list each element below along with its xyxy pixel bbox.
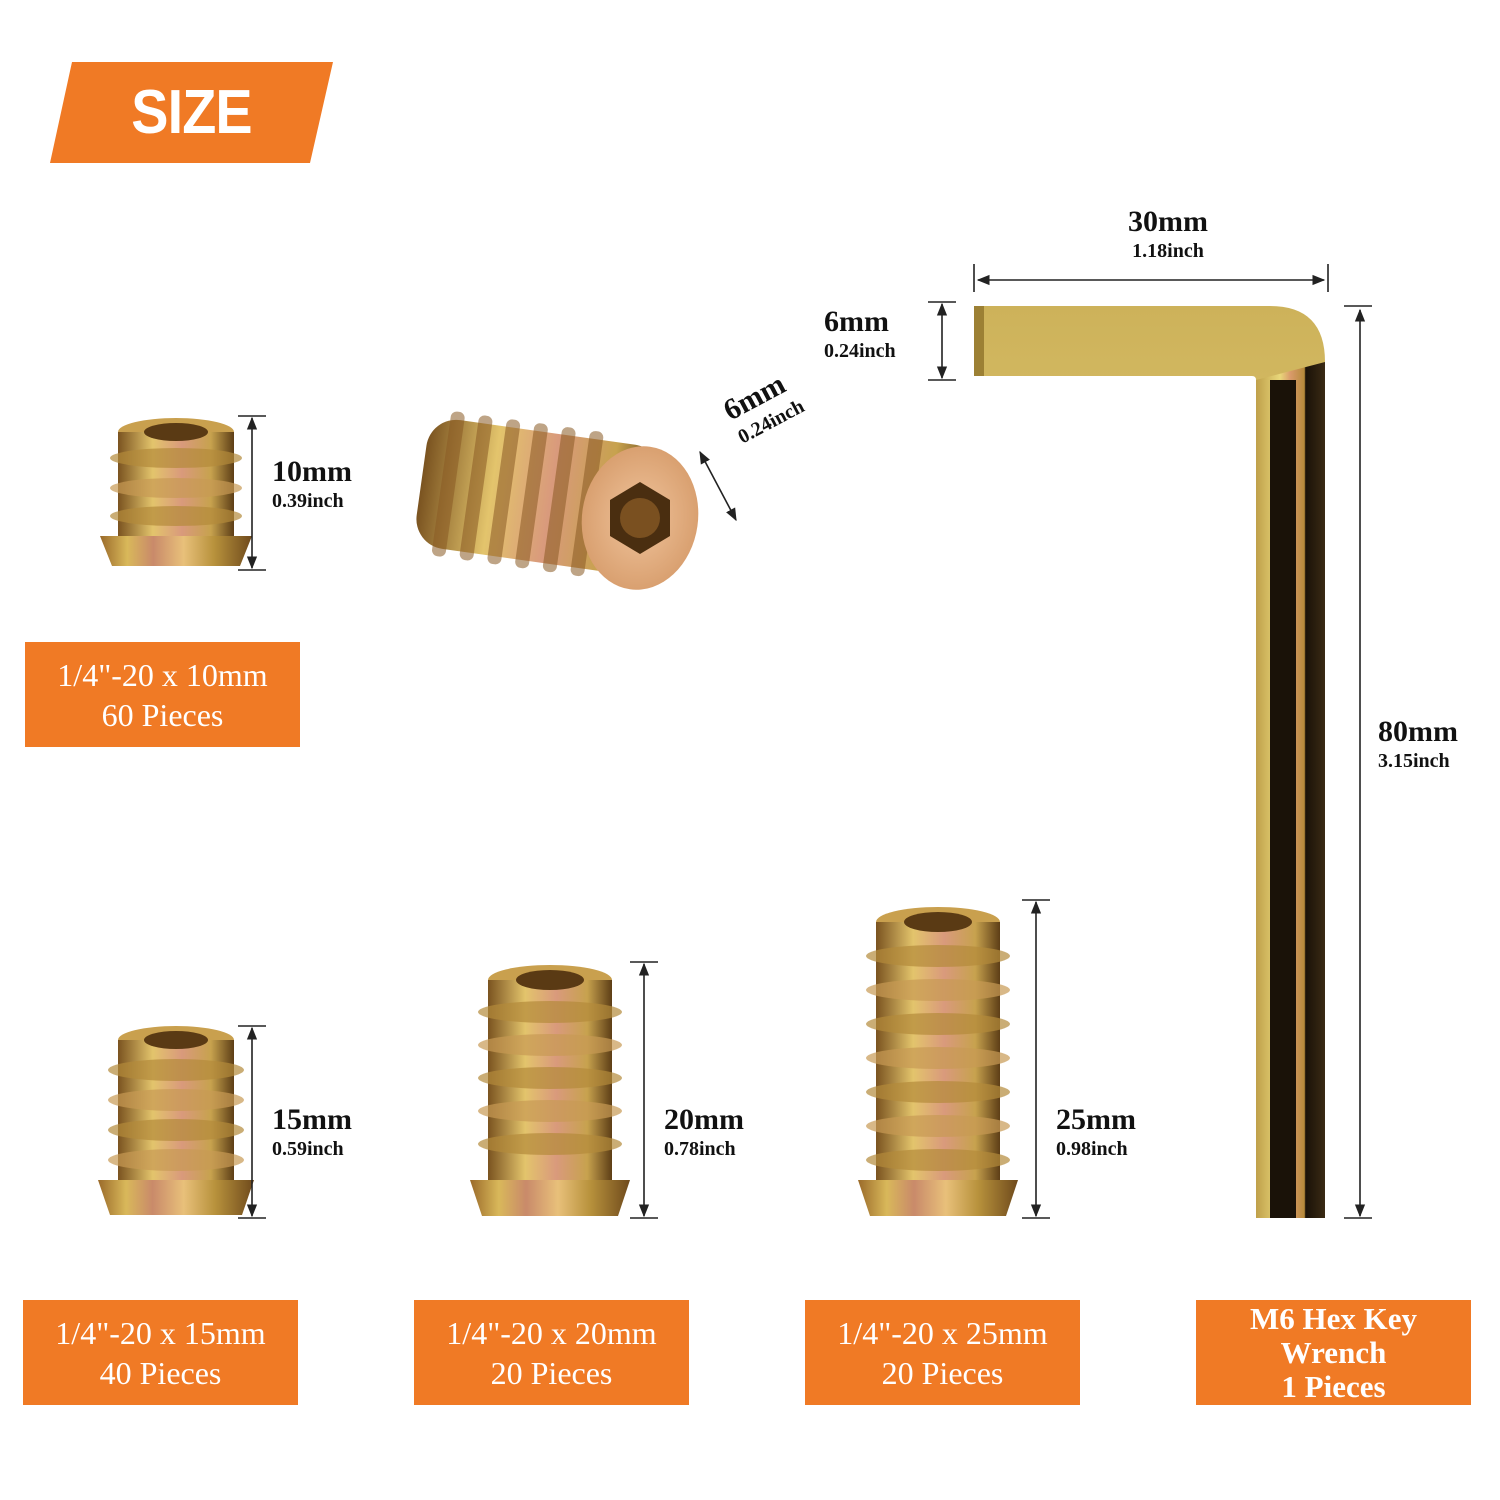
dimension-10mm: 10mm 0.39inch (272, 455, 352, 513)
wrench-name-line2: Wrench (1280, 1334, 1387, 1370)
dimension-mm: 20mm (664, 1103, 744, 1136)
product-name: 1/4"-20 x 15mm (55, 1314, 266, 1351)
product-quantity: 20 Pieces (881, 1354, 1004, 1391)
dimension-lines (238, 264, 1372, 1219)
insert-10mm-image (100, 418, 252, 566)
dimension-wrench-width: 30mm 1.18inch (1128, 205, 1208, 263)
dimension-mm: 10mm (272, 455, 352, 488)
dimension-inch: 0.39inch (272, 490, 344, 512)
dimension-wrench-hex: 6mm 0.24inch (824, 305, 896, 363)
product-name: 1/4"-20 x 20mm (446, 1314, 657, 1351)
hex-key-image (974, 306, 1325, 1218)
dimension-mm: 30mm (1128, 205, 1208, 238)
dimension-20mm: 20mm 0.78inch (664, 1103, 744, 1161)
dimension-mm: 80mm (1378, 715, 1458, 748)
banner-shape (50, 62, 333, 163)
product-quantity: 40 Pieces (99, 1354, 222, 1391)
wrench-name-line1: M6 Hex Key (1249, 1300, 1417, 1336)
product-name: 1/4"-20 x 10mm (57, 656, 268, 693)
dimension-inch: 0.98inch (1056, 1138, 1128, 1160)
product-label-25mm: 1/4"-20 x 25mm 20 Pieces (805, 1300, 1080, 1405)
dimension-wrench-length: 80mm 3.15inch (1378, 715, 1458, 773)
dimension-inch: 0.59inch (272, 1138, 344, 1160)
product-label-20mm: 1/4"-20 x 20mm 20 Pieces (414, 1300, 689, 1405)
dimension-inch: 3.15inch (1378, 750, 1450, 772)
insert-25mm-image (858, 907, 1018, 1216)
dimension-inch: 0.24inch (824, 340, 896, 362)
insert-side-view-image (416, 411, 699, 590)
dimension-25mm: 25mm 0.98inch (1056, 1103, 1136, 1161)
size-banner: SIZE (50, 62, 333, 163)
dimension-mm: 6mm (824, 305, 889, 338)
product-quantity: 60 Pieces (101, 696, 224, 733)
dimension-mm: 15mm (272, 1103, 352, 1136)
product-quantity: 1 Pieces (1281, 1368, 1386, 1404)
product-label-hex-key: M6 Hex Key Wrench 1 Pieces (1196, 1300, 1471, 1405)
insert-15mm-image (98, 1026, 254, 1215)
product-label-10mm: 1/4"-20 x 10mm 60 Pieces (25, 642, 300, 747)
product-label-15mm: 1/4"-20 x 15mm 40 Pieces (23, 1300, 298, 1405)
product-quantity: 20 Pieces (490, 1354, 613, 1391)
insert-20mm-image (470, 965, 630, 1216)
dimension-mm: 25mm (1056, 1103, 1136, 1136)
product-name: 1/4"-20 x 25mm (837, 1314, 1048, 1351)
dimension-inch: 0.78inch (664, 1138, 736, 1160)
dimension-15mm: 15mm 0.59inch (272, 1103, 352, 1161)
dimension-inch: 1.18inch (1132, 240, 1204, 262)
size-banner-title: SIZE (131, 78, 252, 147)
